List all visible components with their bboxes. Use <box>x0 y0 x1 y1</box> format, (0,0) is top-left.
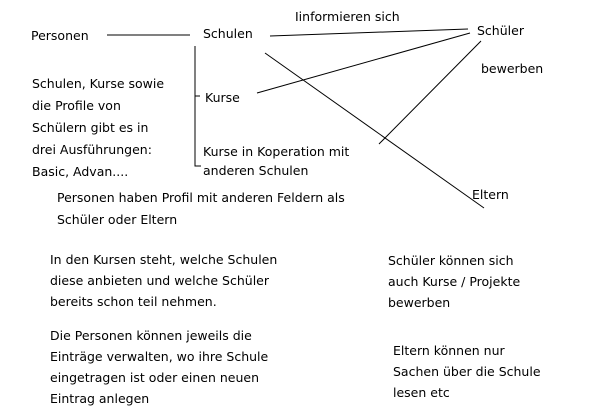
note-schueler-kurse: Schüler können sich auch Kurse / Projekt… <box>388 250 520 313</box>
note-line: bewerben <box>388 295 451 310</box>
note-line: Schulen, Kurse sowie <box>32 76 165 91</box>
note-line: Sachen über die Schule <box>393 364 541 379</box>
note-line: die Profile von <box>32 98 121 113</box>
note-line: Personen haben Profil mit anderen Felder… <box>57 190 345 205</box>
node-kooperation-line: Kurse in Koperation mit <box>203 144 350 159</box>
note-line: drei Ausführungen: <box>32 142 152 157</box>
line-schulen-schueler <box>269 28 469 37</box>
line-kurse-schueler <box>256 32 471 94</box>
note-kurse-info: In den Kursen steht, welche Schulen dies… <box>50 249 277 312</box>
note-line: Schüler oder Eltern <box>57 212 178 227</box>
node-schulen: Schulen <box>203 26 253 41</box>
note-line: auch Kurse / Projekte <box>388 274 521 289</box>
note-line: In den Kursen steht, welche Schulen <box>50 252 278 267</box>
note-line: eingetragen ist oder einen neuen <box>50 370 259 385</box>
bracket-schulen-children <box>194 46 201 167</box>
node-eltern: Eltern <box>472 187 509 202</box>
note-line: Basic, Advan.... <box>32 164 129 179</box>
node-schueler: Schüler <box>477 23 524 38</box>
note-ausfuehrungen: Schulen, Kurse sowie die Profile von Sch… <box>32 73 164 183</box>
node-kooperation-line: anderen Schulen <box>203 163 309 178</box>
line-schulen-eltern <box>264 52 485 209</box>
node-kurse: Kurse <box>205 90 240 105</box>
note-line: Einträge verwalten, wo ihre Schule <box>50 349 269 364</box>
label-bewerben: bewerben <box>481 61 544 76</box>
note-eltern-lesen: Eltern können nur Sachen über die Schule… <box>393 340 541 403</box>
node-personen: Personen <box>31 28 89 43</box>
note-line: Schüler können sich <box>388 253 514 268</box>
note-line: Schülern gibt es in <box>32 120 149 135</box>
note-line: bereits schon teil nehmen. <box>50 294 217 309</box>
note-verwalten: Die Personen können jeweils die Einträge… <box>50 325 268 409</box>
note-profil: Personen haben Profil mit anderen Felder… <box>57 187 345 231</box>
note-line: lesen etc <box>393 385 450 400</box>
note-line: Die Personen können jeweils die <box>50 328 252 343</box>
line-schueler-kooperation <box>378 40 482 145</box>
note-line: Eltern können nur <box>393 343 505 358</box>
node-kooperation: Kurse in Koperation mit anderen Schulen <box>203 142 349 180</box>
note-line: diese anbieten und welche Schüler <box>50 273 269 288</box>
label-informieren: Iinformieren sich <box>295 9 400 24</box>
note-line: Eintrag anlegen <box>50 391 150 406</box>
